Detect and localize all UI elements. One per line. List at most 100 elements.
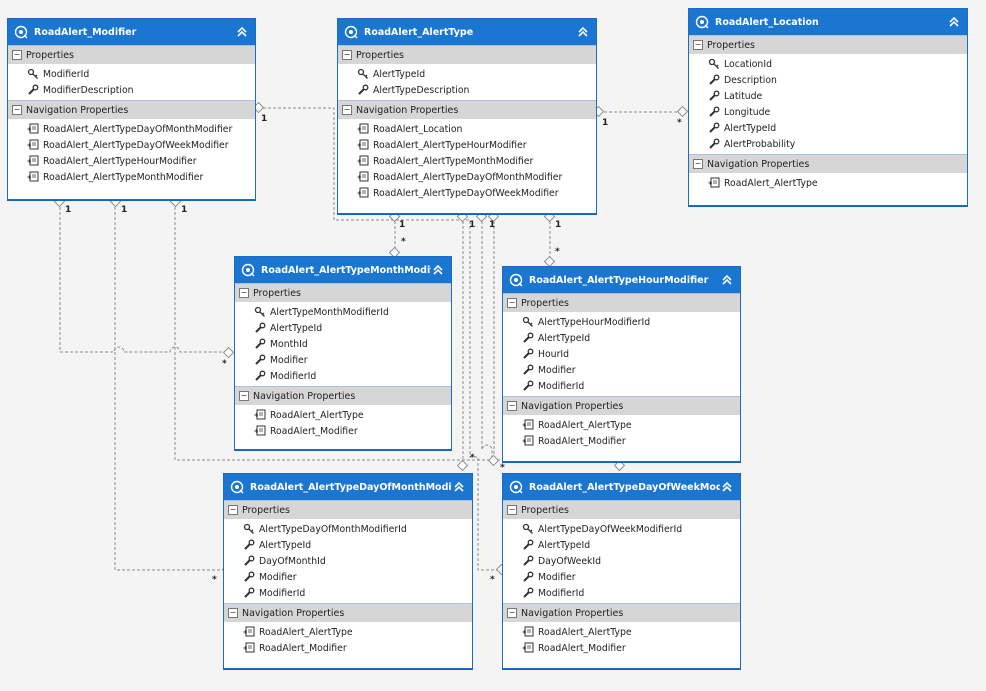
collapse-toggle-icon[interactable]: − xyxy=(228,608,238,618)
collapse-toggle-icon[interactable]: − xyxy=(12,105,22,115)
navigation-section-header[interactable]: −Navigation Properties xyxy=(689,154,967,173)
property-row[interactable]: DayOfWeekId xyxy=(503,553,740,569)
collapse-icon[interactable] xyxy=(947,15,961,29)
navigation-row[interactable]: RoadAlert_AlertTypeHourModifier xyxy=(338,137,596,153)
properties-section-header[interactable]: −Properties xyxy=(338,45,596,64)
property-row[interactable]: LocationId xyxy=(689,56,967,72)
collapse-toggle-icon[interactable]: − xyxy=(239,391,249,401)
property-row[interactable]: ModifierId xyxy=(503,585,740,601)
property-row[interactable]: AlertTypeDayOfMonthModifierId xyxy=(224,521,472,537)
collapse-toggle-icon[interactable]: − xyxy=(507,505,517,515)
properties-section-header[interactable]: −Properties xyxy=(235,283,451,302)
navigation-row[interactable]: RoadAlert_AlertTypeDayOfMonthModifier xyxy=(8,121,255,137)
collapse-toggle-icon[interactable]: − xyxy=(342,105,352,115)
property-row[interactable]: ModifierDescription xyxy=(8,82,255,98)
property-row[interactable]: ModifierId xyxy=(235,368,451,384)
navigation-section-header[interactable]: −Navigation Properties xyxy=(338,100,596,119)
collapse-toggle-icon[interactable]: − xyxy=(693,159,703,169)
entity-roadalert-alerttypedayofweekmodifier[interactable]: RoadAlert_AlertTypeDayOfWeekModifier−Pro… xyxy=(502,473,741,669)
entity-header[interactable]: RoadAlert_Location xyxy=(689,9,967,35)
property-row[interactable]: AlertTypeDescription xyxy=(338,82,596,98)
property-row[interactable]: Modifier xyxy=(224,569,472,585)
entity-header[interactable]: RoadAlert_AlertTypeMonthModifier xyxy=(235,257,451,283)
entity-header[interactable]: RoadAlert_AlertTypeDayOfWeekModifier xyxy=(503,474,740,500)
collapse-icon[interactable] xyxy=(431,263,445,277)
entity-icon xyxy=(230,480,244,494)
property-row[interactable]: ModifierId xyxy=(8,66,255,82)
entity-roadalert-alerttypedayofmonthmodifier[interactable]: RoadAlert_AlertTypeDayOfMonthModifier−Pr… xyxy=(223,473,473,669)
properties-section-header[interactable]: −Properties xyxy=(503,293,740,312)
property-row[interactable]: ModifierId xyxy=(503,378,740,394)
property-row[interactable]: ModifierId xyxy=(224,585,472,601)
navigation-property-icon xyxy=(243,626,255,638)
collapse-toggle-icon[interactable]: − xyxy=(507,401,517,411)
navigation-row[interactable]: RoadAlert_AlertTypeDayOfWeekModifier xyxy=(8,137,255,153)
property-row[interactable]: HourId xyxy=(503,346,740,362)
navigation-row[interactable]: RoadAlert_AlertType xyxy=(235,407,451,423)
collapse-icon[interactable] xyxy=(576,25,590,39)
entity-header[interactable]: RoadAlert_AlertTypeHourModifier xyxy=(503,267,740,293)
property-row[interactable]: AlertTypeHourModifierId xyxy=(503,314,740,330)
navigation-row[interactable]: RoadAlert_AlertTypeMonthModifier xyxy=(338,153,596,169)
navigation-row[interactable]: RoadAlert_Modifier xyxy=(503,640,740,656)
properties-section-header[interactable]: −Properties xyxy=(224,500,472,519)
entity-roadalert-alerttypehourmodifier[interactable]: RoadAlert_AlertTypeHourModifier−Properti… xyxy=(502,266,741,462)
collapse-toggle-icon[interactable]: − xyxy=(228,505,238,515)
properties-section-header[interactable]: −Properties xyxy=(8,45,255,64)
navigation-row[interactable]: RoadAlert_AlertTypeMonthModifier xyxy=(8,169,255,185)
property-row[interactable]: DayOfMonthId xyxy=(224,553,472,569)
property-row[interactable]: AlertTypeId xyxy=(235,320,451,336)
navigation-row[interactable]: RoadAlert_Modifier xyxy=(224,640,472,656)
property-row[interactable]: AlertTypeId xyxy=(338,66,596,82)
navigation-row[interactable]: RoadAlert_AlertType xyxy=(224,624,472,640)
property-row[interactable]: AlertTypeDayOfWeekModifierId xyxy=(503,521,740,537)
entity-header[interactable]: RoadAlert_AlertType xyxy=(338,19,596,45)
property-row[interactable]: MonthId xyxy=(235,336,451,352)
property-row[interactable]: Longitude xyxy=(689,104,967,120)
navigation-row[interactable]: RoadAlert_AlertType xyxy=(689,175,967,191)
collapse-toggle-icon[interactable]: − xyxy=(12,50,22,60)
property-row[interactable]: Modifier xyxy=(503,569,740,585)
collapse-toggle-icon[interactable]: − xyxy=(342,50,352,60)
property-row[interactable]: AlertTypeId xyxy=(689,120,967,136)
property-row[interactable]: AlertProbability xyxy=(689,136,967,152)
property-row[interactable]: AlertTypeMonthModifierId xyxy=(235,304,451,320)
entity-header[interactable]: RoadAlert_Modifier xyxy=(8,19,255,45)
navigation-row[interactable]: RoadAlert_AlertType xyxy=(503,417,740,433)
collapse-toggle-icon[interactable]: − xyxy=(507,298,517,308)
property-row[interactable]: Latitude xyxy=(689,88,967,104)
property-row[interactable]: AlertTypeId xyxy=(503,537,740,553)
navigation-row[interactable]: RoadAlert_Modifier xyxy=(503,433,740,449)
entity-header[interactable]: RoadAlert_AlertTypeDayOfMonthModifier xyxy=(224,474,472,500)
navigation-section-header[interactable]: −Navigation Properties xyxy=(503,603,740,622)
properties-section-header[interactable]: −Properties xyxy=(689,35,967,54)
property-row[interactable]: Modifier xyxy=(503,362,740,378)
property-row[interactable]: AlertTypeId xyxy=(224,537,472,553)
navigation-row[interactable]: RoadAlert_AlertTypeDayOfWeekModifier xyxy=(338,185,596,201)
navigation-section-header[interactable]: −Navigation Properties xyxy=(235,386,451,405)
property-row[interactable]: Description xyxy=(689,72,967,88)
properties-section-header[interactable]: −Properties xyxy=(503,500,740,519)
navigation-row[interactable]: RoadAlert_Location xyxy=(338,121,596,137)
collapse-toggle-icon[interactable]: − xyxy=(507,608,517,618)
navigation-section-header[interactable]: −Navigation Properties xyxy=(224,603,472,622)
collapse-toggle-icon[interactable]: − xyxy=(693,40,703,50)
property-row[interactable]: AlertTypeId xyxy=(503,330,740,346)
navigation-row[interactable]: RoadAlert_AlertTypeDayOfMonthModifier xyxy=(338,169,596,185)
collapse-icon[interactable] xyxy=(235,25,249,39)
navigation-row[interactable]: RoadAlert_Modifier xyxy=(235,423,451,439)
entity-roadalert-alerttypemonthmodifier[interactable]: RoadAlert_AlertTypeMonthModifier−Propert… xyxy=(234,256,452,450)
collapse-icon[interactable] xyxy=(720,480,734,494)
navigation-section-header[interactable]: −Navigation Properties xyxy=(503,396,740,415)
property-row[interactable]: Modifier xyxy=(235,352,451,368)
navigation-row[interactable]: RoadAlert_AlertType xyxy=(503,624,740,640)
collapse-icon[interactable] xyxy=(452,480,466,494)
navigation-section-header[interactable]: −Navigation Properties xyxy=(8,100,255,119)
navigation-row[interactable]: RoadAlert_AlertTypeHourModifier xyxy=(8,153,255,169)
collapse-toggle-icon[interactable]: − xyxy=(239,288,249,298)
collapse-icon[interactable] xyxy=(720,273,734,287)
